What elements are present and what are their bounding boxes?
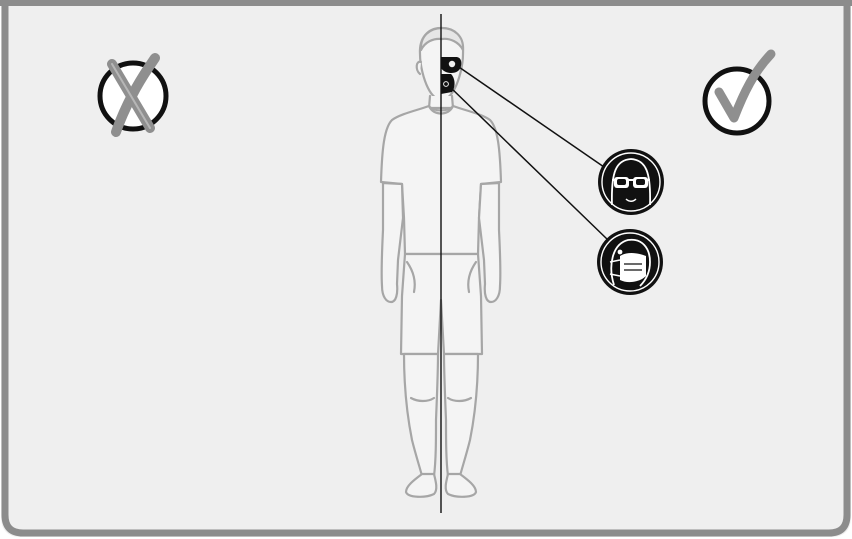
panel-top-bar <box>0 0 852 6</box>
cross-mark-icon <box>100 58 166 132</box>
worn-goggles <box>441 57 461 73</box>
eye-protection-icon <box>598 149 664 215</box>
face-mask-icon <box>597 229 663 295</box>
worn-face-mask <box>441 74 455 94</box>
